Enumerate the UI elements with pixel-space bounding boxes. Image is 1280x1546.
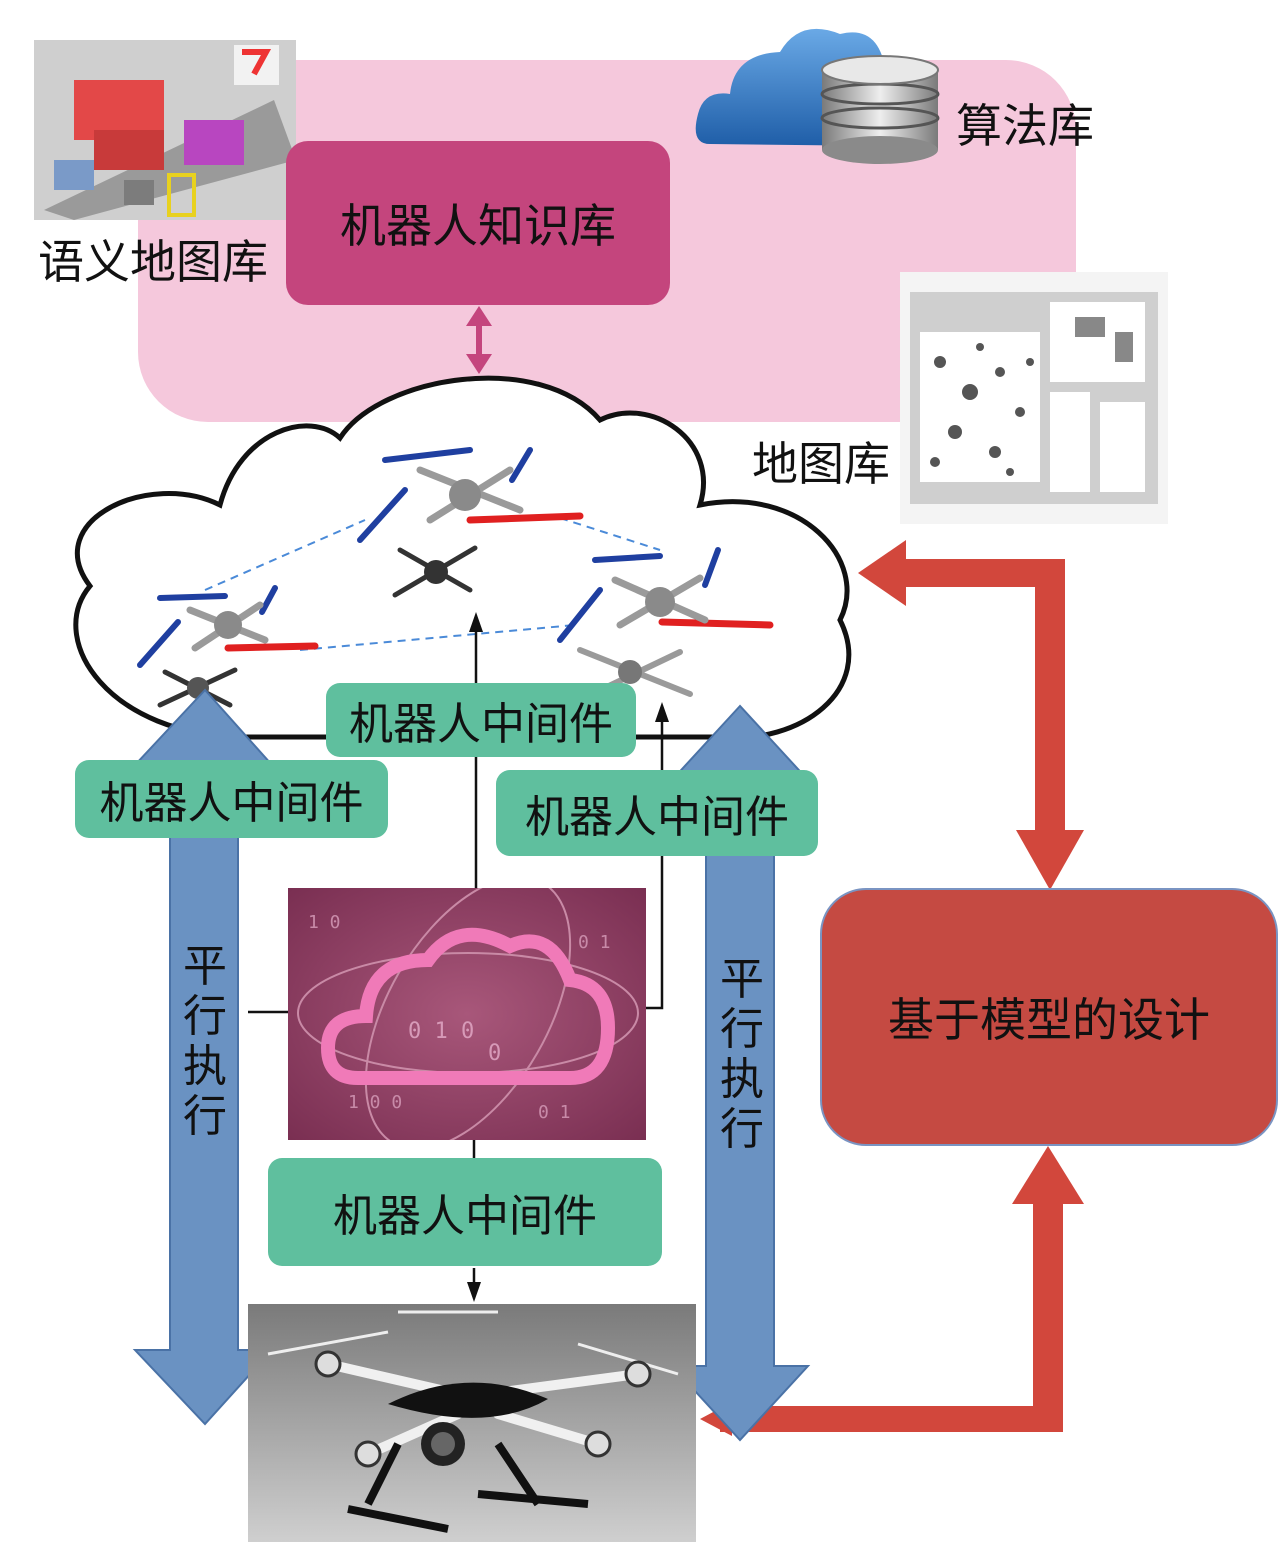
knowledge-base-label: 机器人知识库 [340, 199, 616, 253]
parallel-char: 行 [183, 1091, 227, 1142]
middleware-bottom: 机器人中间件 [268, 1158, 662, 1266]
svg-text:0 1: 0 1 [578, 932, 611, 953]
drone-fleet [137, 447, 774, 708]
middleware-right: 机器人中间件 [496, 770, 818, 856]
arrowhead-down [467, 1282, 481, 1302]
parallel-exec-left-label: 平 行 执 行 [175, 942, 235, 1142]
database-cloud-icon [690, 14, 950, 164]
svg-text:1 0 0: 1 0 0 [348, 1092, 402, 1113]
semantic-map-image [34, 40, 296, 220]
drone-icon [557, 547, 774, 643]
arrowhead-up [469, 612, 483, 632]
svg-text:1 0: 1 0 [308, 912, 341, 933]
drone-icon [392, 545, 478, 598]
model-based-design-box: 基于模型的设计 [820, 888, 1278, 1146]
parallel-char: 平 [720, 954, 764, 1005]
parallel-char: 执 [720, 1054, 764, 1105]
middleware-top: 机器人中间件 [326, 683, 636, 757]
cloud-chip-icon: 1 0 0 1 1 0 0 0 1 0 1 0 0 [288, 876, 646, 1150]
svg-text:0 1: 0 1 [538, 1102, 571, 1123]
semantic-map-lib-label: 语义地图库 [38, 235, 268, 289]
parallel-char: 行 [183, 991, 227, 1042]
map-lib-label: 地图库 [752, 437, 890, 491]
red-feedback-loop [700, 540, 1084, 1436]
formation-links [204, 517, 661, 651]
parallel-char: 行 [720, 1004, 764, 1055]
svg-text:0: 0 [488, 1041, 501, 1066]
model-based-design-label: 基于模型的设计 [888, 993, 1210, 1047]
occupancy-map-image [900, 272, 1168, 524]
knowledge-base-box: 机器人知识库 [286, 141, 670, 305]
parallel-char: 平 [183, 941, 227, 992]
svg-text:0 1 0: 0 1 0 [408, 1019, 474, 1044]
drone-photo [248, 1304, 696, 1542]
parallel-char: 执 [183, 1041, 227, 1092]
kb-cloud-double-arrow [466, 306, 492, 374]
parallel-char: 行 [720, 1104, 764, 1155]
drone-icon [357, 447, 584, 543]
algorithm-lib-label: 算法库 [956, 99, 1094, 153]
arrowhead-up [655, 702, 669, 722]
parallel-exec-right-label: 平 行 执 行 [712, 955, 772, 1155]
middleware-left: 机器人中间件 [75, 760, 388, 838]
drone-icon [137, 585, 319, 668]
